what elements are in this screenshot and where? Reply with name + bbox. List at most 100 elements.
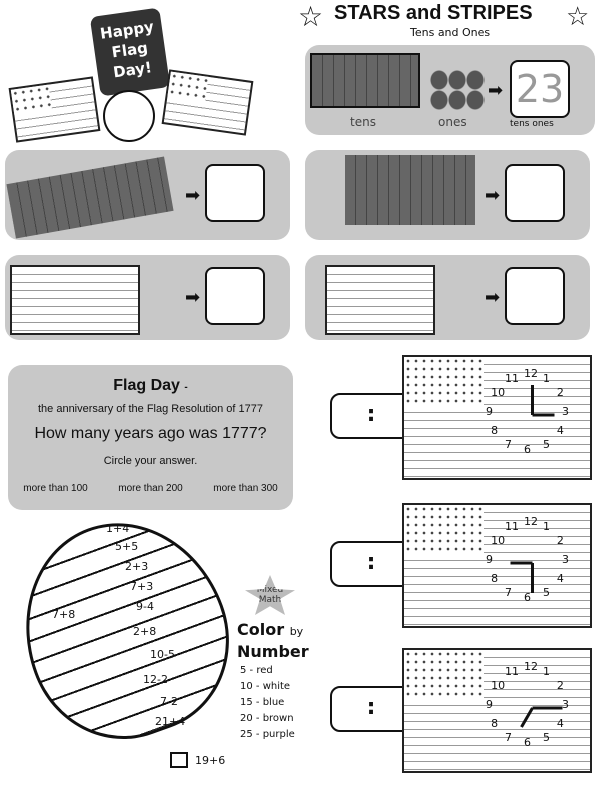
time-answer-box[interactable]: : [330,686,412,732]
clock-number: 10 [491,386,506,399]
page-subtitle: Tens and Ones [410,26,491,39]
answer-box[interactable] [205,267,265,325]
balloon-eq: 12-2 [143,673,168,686]
flag-canton [404,650,484,698]
ones-blocks [430,70,485,110]
minute-hand [531,385,534,415]
arrow-icon: ➡ [185,185,201,206]
clock-number: 7 [505,585,512,599]
clock-number: 3 [562,553,569,566]
option-300[interactable]: more than 300 [213,483,278,494]
tens-blocks [310,53,420,108]
clock-number: 1 [543,372,550,386]
heading-text: Flag Day [113,377,180,394]
answer-box[interactable] [505,164,565,222]
clock-number: 8 [491,572,499,585]
flag-bundle-image [10,265,140,335]
star-icon: ☆ [298,0,324,33]
flag-canton [404,505,484,553]
balloon-eq: 9-4 [136,600,154,613]
clock-number: 8 [491,424,499,437]
clock-number: 9 [486,698,493,711]
flag-bundle-image [325,265,435,335]
flag-day-heading: Flag Day - [8,377,293,395]
balloon-eq: 1+4 [106,522,130,535]
page-title: STARS and STRIPES [334,2,533,24]
star-icon: ☆ [566,2,590,32]
clock-number: 3 [562,698,569,711]
answer-place-labels: tens ones [510,119,554,129]
balloon-eq: 5+5 [115,540,139,553]
key-item: 20 - brown [240,713,294,724]
clock-number: 5 [543,585,550,599]
title-by: by [289,625,304,638]
problem-panel-4: ➡ [305,255,590,340]
color-key: 5 - red 10 - white 15 - blue 20 - brown … [240,663,295,743]
hour-hand [520,707,534,728]
clock-number: 5 [543,730,550,744]
key-item: 10 - white [240,681,291,692]
clock-number: 9 [486,405,493,418]
answer-tens-label: tens [510,119,530,129]
clock-number: 10 [491,679,506,692]
answer-box[interactable] [205,164,265,222]
clock-number: 4 [556,424,564,437]
basket [170,752,188,768]
flag-day-subheading: the anniversary of the Flag Resolution o… [37,403,264,415]
answer-ones-label: ones [532,119,554,129]
example-panel: tens ones ➡ 23 tens ones [305,45,595,135]
clock-number: 1 [543,665,550,679]
blocks-image [345,155,475,225]
happy-flag-day-badge: Happy Flag Day! [89,7,171,97]
flag-day-panel: Flag Day - the anniversary of the Flag R… [8,365,293,510]
balloon-eq: 10-5 [150,648,175,661]
ones-label: ones [438,115,467,129]
problem-panel-1: ➡ [5,150,290,240]
title-number: Number [237,642,309,661]
hour-hand [532,413,555,417]
arrow-icon: ➡ [485,287,501,308]
answer-box[interactable] [505,267,565,325]
minute-hand [531,563,534,593]
balloon-eq: 7+3 [130,580,154,593]
balloon-eq: 7+8 [52,608,76,621]
time-answer-box[interactable]: : [330,393,412,439]
tens-label: tens [350,115,376,129]
hour-hand [510,561,533,565]
minute-hand [532,706,563,710]
key-item: 25 - purple [240,729,295,740]
title-color: Color [237,620,285,639]
balloon-eq: 19+6 [195,754,226,767]
clock-number: 6 [524,443,531,456]
clock-number: 11 [505,520,519,534]
clock-number: 12 [524,515,538,528]
option-100[interactable]: more than 100 [23,483,88,494]
arrow-icon: ➡ [485,185,501,206]
clock-number: 7 [505,437,512,451]
heading-dash: - [184,382,188,393]
time-answer-box[interactable]: : [330,541,412,587]
bear-icon [103,90,155,142]
blocks-image [6,156,174,239]
flag-left [8,76,101,143]
problem-panel-2: ➡ [305,150,590,240]
balloon-eq: 21+4 [155,715,186,728]
balloon-eq: 2+3 [125,560,149,573]
clock-number: 2 [556,386,564,399]
clock-number: 3 [562,405,569,418]
clock-number: 9 [486,553,493,566]
clock-number: 6 [524,591,531,604]
clock-number: 12 [524,367,538,380]
clock-number: 12 [524,660,538,673]
clock-number: 11 [505,372,519,386]
key-item: 5 - red [240,665,273,676]
clock-number: 4 [556,572,564,585]
option-200[interactable]: more than 200 [118,483,183,494]
clock-number: 7 [505,730,512,744]
clock-number: 6 [524,736,531,749]
flag-right [161,69,254,136]
